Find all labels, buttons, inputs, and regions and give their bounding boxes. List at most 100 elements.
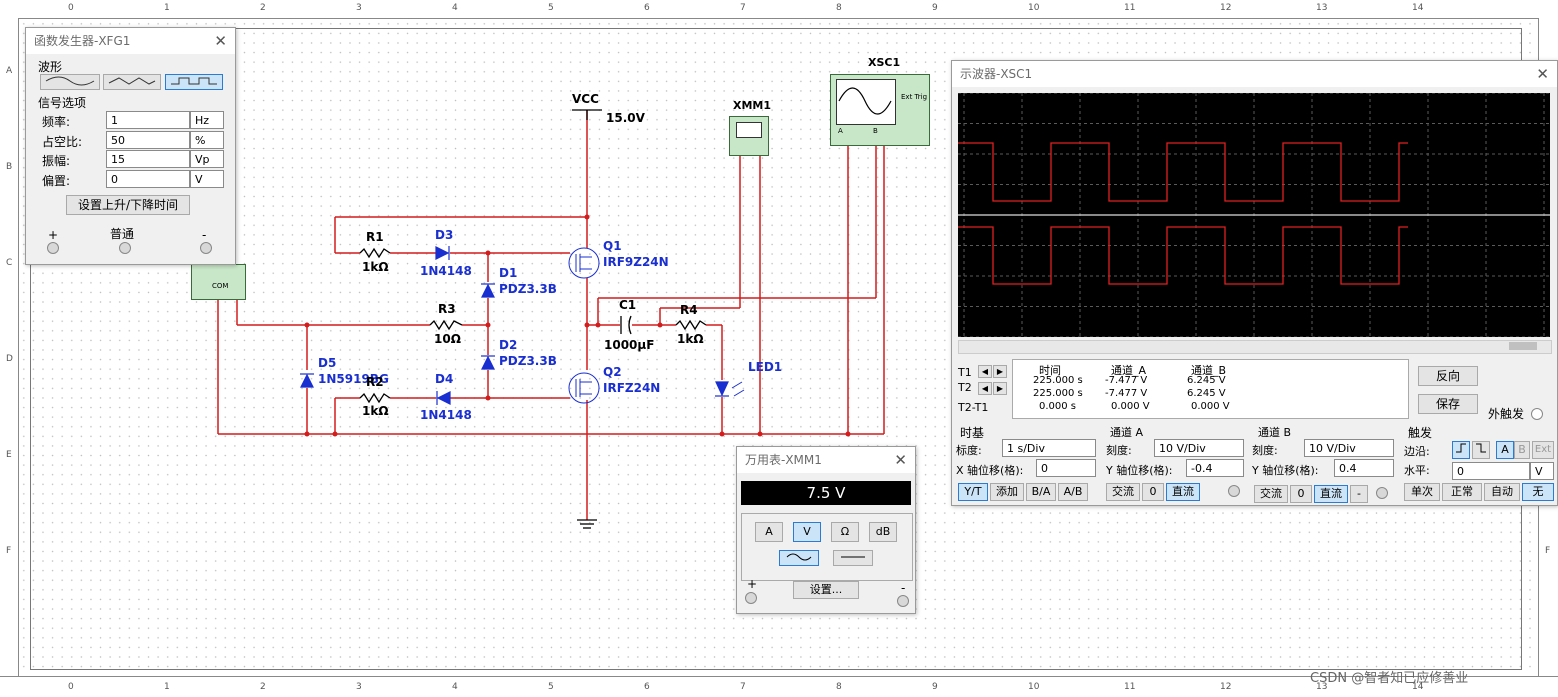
r2-name: R2 xyxy=(366,375,384,389)
channel-b-dc-button[interactable]: 直流 xyxy=(1314,485,1348,503)
fg-title-bar[interactable]: 函数发生器-XFG1 ✕ xyxy=(26,28,235,54)
trigger-level-field[interactable]: 0 xyxy=(1452,462,1530,480)
reverse-button[interactable]: 反向 xyxy=(1418,366,1478,386)
trigger-level-unit[interactable]: V xyxy=(1530,462,1554,480)
channel-a-ac-button[interactable]: 交流 xyxy=(1106,483,1140,501)
channel-b-minus-button[interactable]: - xyxy=(1350,485,1368,503)
x-position-label: X 轴位移(格): xyxy=(956,464,1024,477)
fg-amp-label: 振幅: xyxy=(42,154,71,168)
offset-field[interactable]: 0 xyxy=(106,170,190,188)
channel-a-scale-field[interactable]: 10 V/Div xyxy=(1154,439,1244,457)
scope-screen[interactable] xyxy=(958,92,1550,338)
mode-add-button[interactable]: 添加 xyxy=(990,483,1024,501)
scope-scrollbar[interactable] xyxy=(958,340,1552,354)
mm-minus-terminal[interactable] xyxy=(897,595,909,607)
trigger-b-button[interactable]: B xyxy=(1514,441,1530,459)
multimeter-window[interactable]: 万用表-XMM1 ✕ 7.5 V A V Ω dB + - 设置... xyxy=(736,446,916,614)
square-wave-button[interactable] xyxy=(165,74,223,90)
trigger-single-button[interactable]: 单次 xyxy=(1404,483,1440,501)
xsc1-icon[interactable]: Ext Trig A B xyxy=(830,74,930,146)
t2-left-arrow[interactable]: ◀ xyxy=(978,382,992,395)
t2-right-arrow[interactable]: ▶ xyxy=(993,382,1007,395)
xmm1-icon[interactable] xyxy=(729,116,769,156)
ruler-column-label: 4 xyxy=(452,3,458,13)
mm-volt-button[interactable]: V xyxy=(793,522,821,542)
triangle-wave-button[interactable] xyxy=(103,74,161,90)
mm-ac-button[interactable] xyxy=(779,550,819,566)
rise-fall-time-button[interactable]: 设置上升/下降时间 xyxy=(66,195,190,215)
mm-title-bar[interactable]: 万用表-XMM1 ✕ xyxy=(737,447,915,473)
channel-a-zero-button[interactable]: 0 xyxy=(1142,483,1164,501)
channel-a-ypos-field[interactable]: -0.4 xyxy=(1186,459,1244,477)
amplitude-unit[interactable]: Vp xyxy=(190,150,224,168)
mm-dc-button[interactable] xyxy=(833,550,873,566)
ruler-column-label: 14 xyxy=(1412,682,1424,692)
channel-a-terminal[interactable] xyxy=(1228,485,1240,497)
mm-title: 万用表-XMM1 xyxy=(745,453,822,467)
oscilloscope-window[interactable]: 示波器-XSC1 ✕ T1 T2 T2-T1 ◀ ▶ ◀ ▶ 时间 通道_A 通… xyxy=(951,60,1558,506)
osc-title-bar[interactable]: 示波器-XSC1 ✕ xyxy=(952,61,1557,87)
channel-b-scale-field[interactable]: 10 V/Div xyxy=(1304,439,1394,457)
timebase-title: 时基 xyxy=(960,426,985,440)
frequency-unit[interactable]: Hz xyxy=(190,111,224,129)
channel-b-zero-button[interactable]: 0 xyxy=(1290,485,1312,503)
t1-label: T1 xyxy=(958,366,972,379)
function-generator-window[interactable]: 函数发生器-XFG1 ✕ 波形 信号选项 频率: 1 Hz 占空比: 50 % … xyxy=(25,27,236,265)
channel-b-ypos-field[interactable]: 0.4 xyxy=(1334,459,1394,477)
fg-plus-terminal[interactable] xyxy=(47,242,59,254)
t1-right-arrow[interactable]: ▶ xyxy=(993,365,1007,378)
close-icon[interactable]: ✕ xyxy=(214,32,227,50)
ruler-column-label: 6 xyxy=(644,682,650,692)
x-position-field[interactable]: 0 xyxy=(1036,459,1096,477)
duty-cycle-field[interactable]: 50 xyxy=(106,131,190,149)
trigger-auto-button[interactable]: 自动 xyxy=(1484,483,1520,501)
duty-cycle-unit[interactable]: % xyxy=(190,131,224,149)
mm-display: 7.5 V xyxy=(741,481,911,505)
mode-ab-button[interactable]: A/B xyxy=(1058,483,1088,501)
vcc-value: 15.0V xyxy=(606,111,645,125)
ext-trigger-terminal[interactable] xyxy=(1531,408,1543,420)
xfg1-icon[interactable]: COM xyxy=(191,264,246,300)
ruler-column-label: 5 xyxy=(548,3,554,13)
d2-name: D2 xyxy=(499,338,518,352)
mm-ohm-button[interactable]: Ω xyxy=(831,522,859,542)
dt-time: 0.000 s xyxy=(1039,401,1077,412)
mm-plus-terminal[interactable] xyxy=(745,592,757,604)
trigger-ext-button[interactable]: Ext xyxy=(1532,441,1554,459)
r3-name: R3 xyxy=(438,302,456,316)
mode-yt-button[interactable]: Y/T xyxy=(958,483,988,501)
sine-wave-button[interactable] xyxy=(40,74,100,90)
trigger-none-button[interactable]: 无 xyxy=(1522,483,1554,501)
r4-value: 1kΩ xyxy=(677,332,704,346)
trigger-edge-label: 边沿: xyxy=(1404,445,1430,458)
channel-b-terminal[interactable] xyxy=(1376,487,1388,499)
timebase-scale-field[interactable]: 1 s/Div xyxy=(1002,439,1096,457)
ruler-column-label: 6 xyxy=(644,3,650,13)
ruler-column-label: 10 xyxy=(1028,682,1040,692)
ruler-column-label: 13 xyxy=(1316,682,1328,692)
frequency-field[interactable]: 1 xyxy=(106,111,190,129)
ruler-row-label: F xyxy=(6,546,12,556)
mm-settings-button[interactable]: 设置... xyxy=(793,581,859,599)
mm-amp-button[interactable]: A xyxy=(755,522,783,542)
ruler-column-label: 2 xyxy=(260,682,266,692)
mode-ba-button[interactable]: B/A xyxy=(1026,483,1056,501)
close-icon[interactable]: ✕ xyxy=(1536,65,1549,83)
offset-unit[interactable]: V xyxy=(190,170,224,188)
channel-a-dc-button[interactable]: 直流 xyxy=(1166,483,1200,501)
rising-edge-button[interactable] xyxy=(1452,441,1470,459)
channel-b-ac-button[interactable]: 交流 xyxy=(1254,485,1288,503)
mm-db-button[interactable]: dB xyxy=(869,522,897,542)
trigger-normal-button[interactable]: 正常 xyxy=(1442,483,1482,501)
amplitude-field[interactable]: 15 xyxy=(106,150,190,168)
scrollbar-thumb[interactable] xyxy=(1509,342,1537,350)
t1-left-arrow[interactable]: ◀ xyxy=(978,365,992,378)
close-icon[interactable]: ✕ xyxy=(894,451,907,469)
fg-minus-terminal[interactable] xyxy=(200,242,212,254)
trigger-a-button[interactable]: A xyxy=(1496,441,1514,459)
fg-options-label: 信号选项 xyxy=(38,96,87,110)
save-button[interactable]: 保存 xyxy=(1418,394,1478,414)
falling-edge-button[interactable] xyxy=(1472,441,1490,459)
fg-common-terminal[interactable] xyxy=(119,242,131,254)
